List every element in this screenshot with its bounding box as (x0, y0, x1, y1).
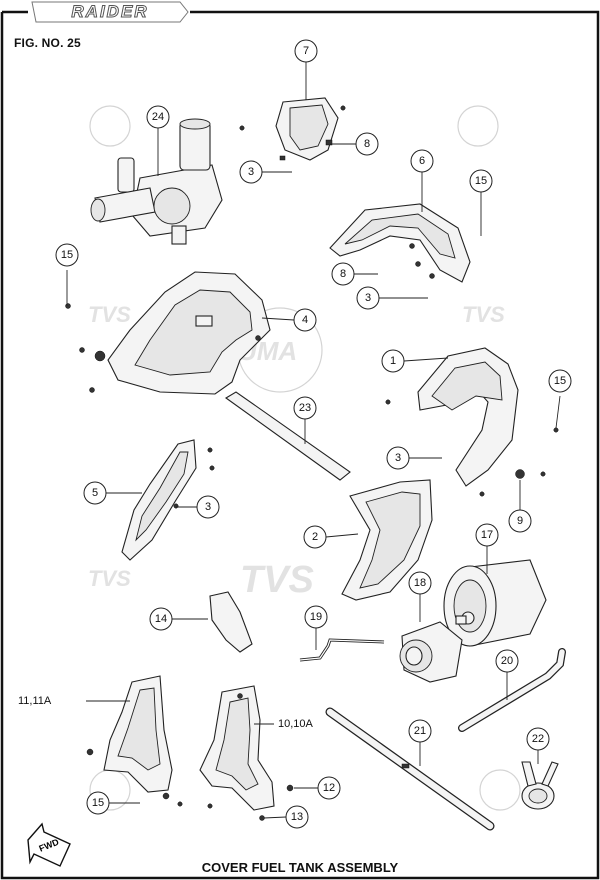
svg-text:3: 3 (395, 452, 401, 464)
figure-number: FIG. NO. 25 (14, 36, 81, 50)
callout-6: 6 (410, 149, 434, 173)
svg-text:17: 17 (481, 529, 493, 541)
part-6-cover (329, 203, 471, 283)
svg-text:8: 8 (364, 138, 370, 150)
svg-text:3: 3 (365, 292, 371, 304)
svg-text:7: 7 (303, 45, 309, 57)
callout-21: 21 (408, 719, 432, 743)
part-17-canister (443, 559, 547, 647)
svg-text:21: 21 (414, 725, 426, 737)
callout-5: 5 (83, 481, 107, 505)
callout-18: 18 (408, 571, 432, 595)
leader-lines (66, 62, 561, 819)
callout-12: 12 (317, 776, 341, 800)
watermark-tvs-3: TVS (88, 566, 131, 591)
svg-text:12: 12 (323, 782, 335, 794)
part-7-cover (239, 97, 346, 161)
part-24-pump (90, 118, 223, 245)
callout-3-top: 3 (239, 160, 263, 184)
diagram-title: COVER FUEL TANK ASSEMBLY (201, 860, 399, 875)
svg-text:23: 23 (299, 402, 311, 414)
callout-4: 4 (293, 308, 317, 332)
callout-15-right: 15 (548, 369, 572, 393)
svg-text:15: 15 (92, 797, 104, 809)
svg-text:24: 24 (152, 111, 164, 123)
svg-text:4: 4 (302, 314, 308, 326)
svg-text:15: 15 (554, 375, 566, 387)
svg-text:13: 13 (291, 811, 303, 823)
callout-3-mid: 3 (356, 286, 380, 310)
callout-17: 17 (475, 523, 499, 547)
callout-7: 7 (294, 39, 318, 63)
callout-14: 14 (149, 607, 173, 631)
callout-15-top-right: 15 (469, 169, 493, 193)
part-23-strip (225, 391, 351, 481)
callout-19: 19 (304, 605, 328, 629)
watermark-tvs-1: TVS (88, 302, 131, 327)
callout-9: 9 (508, 509, 532, 533)
callout-23: 23 (293, 396, 317, 420)
svg-text:6: 6 (419, 155, 425, 167)
svg-text:18: 18 (414, 577, 426, 589)
brand-logo-text: RAIDER (71, 2, 148, 21)
svg-text:3: 3 (248, 166, 254, 178)
callout-8-mid: 8 (331, 262, 355, 286)
callout-13: 13 (285, 805, 309, 829)
svg-text:19: 19 (310, 611, 322, 623)
part-22-clamp (521, 761, 559, 810)
callout-3-right: 3 (386, 446, 410, 470)
callout-15-bottom: 15 (86, 791, 110, 815)
part-20-pipe (458, 648, 566, 732)
callout-3-left: 3 (196, 495, 220, 519)
callout-1: 1 (381, 349, 405, 373)
callout-2: 2 (303, 525, 327, 549)
page-border (0, 10, 600, 880)
callout-10-10a: 10,10A (278, 718, 314, 730)
svg-text:14: 14 (155, 613, 167, 625)
part-4-cover (65, 271, 271, 395)
svg-text:15: 15 (61, 249, 73, 261)
part-2-cover (341, 479, 433, 601)
part-21-tube (325, 707, 495, 831)
fwd-arrow-icon: FWD (27, 822, 71, 867)
svg-text:8: 8 (340, 268, 346, 280)
part-11-cover (86, 675, 183, 807)
callout-24: 24 (146, 105, 170, 129)
callout-11-11a: 11,11A (18, 695, 52, 707)
part-18-bracket (399, 621, 463, 683)
part-5-panel (121, 439, 215, 561)
callout-22: 22 (526, 727, 550, 751)
watermark-tvs-center: TVS (240, 559, 314, 601)
callout-20: 20 (495, 649, 519, 673)
svg-text:20: 20 (501, 655, 513, 667)
svg-text:22: 22 (532, 733, 544, 745)
part-14-piece (209, 591, 253, 653)
watermark-tvs-2: TVS (462, 302, 505, 327)
callout-15-left: 15 (55, 243, 79, 267)
svg-text:5: 5 (92, 487, 98, 499)
svg-text:15: 15 (475, 175, 487, 187)
brand-logo: RAIDER (31, 1, 189, 23)
callout-8-top: 8 (355, 132, 379, 156)
svg-text:1: 1 (390, 355, 396, 367)
part-1-cover (385, 347, 559, 497)
part-10-cover (199, 685, 294, 821)
svg-text:9: 9 (517, 515, 523, 527)
part-19-hose (299, 638, 385, 662)
svg-text:2: 2 (312, 531, 318, 543)
svg-text:3: 3 (205, 501, 211, 513)
